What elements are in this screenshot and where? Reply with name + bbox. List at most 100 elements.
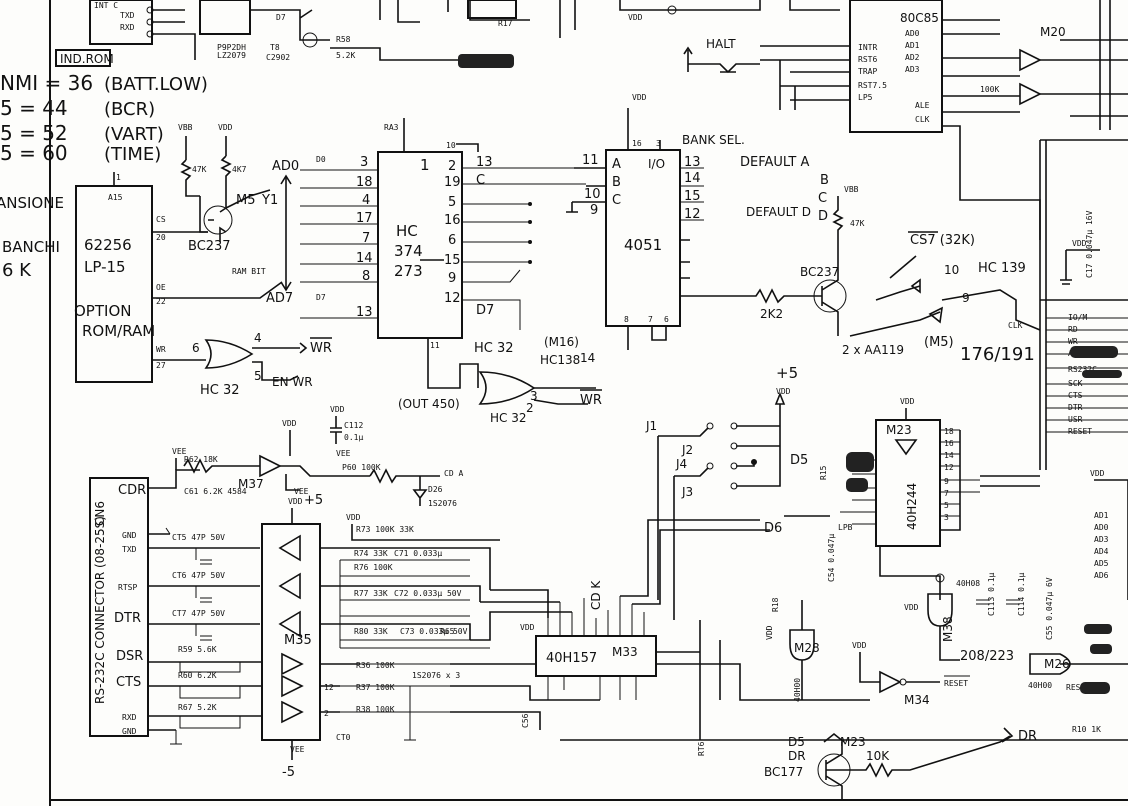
- rt6-label: RT6: [697, 741, 706, 756]
- plus-marker: +5: [776, 364, 798, 382]
- mux-pin14: 14: [684, 171, 701, 186]
- cpu-ad0: AD0: [905, 29, 920, 38]
- j3-label: J3: [681, 485, 693, 499]
- cpu-pin-rst75: RST7.5: [858, 81, 887, 90]
- top-txd-label: TXD: [120, 11, 135, 20]
- re-rs232c: RS232C: [1068, 365, 1097, 374]
- mux-pin11: 11: [582, 153, 599, 168]
- hc139-route: [941, 289, 1041, 331]
- ct5-label: CT5 47P 50V: [172, 533, 225, 542]
- latch-out-7: 12: [444, 291, 461, 306]
- m34-wires: [859, 652, 940, 683]
- mux2-routing: [470, 519, 770, 641]
- top-strip: INT C TXD RXD P9P2DH LZ2079 D7 T8 C2902 …: [89, 0, 840, 68]
- mux2-vdd: VDD: [520, 623, 535, 632]
- top-vdd-label: VDD: [628, 13, 643, 22]
- halt-label: HALT: [706, 37, 736, 51]
- latch-pin1-label: 1: [420, 156, 430, 174]
- latch-in-1: 18: [356, 175, 373, 190]
- re-ad5: AD5: [1094, 559, 1109, 568]
- right-lower-rail: [1094, 479, 1128, 600]
- ct-caps: [195, 548, 212, 641]
- r77-label: R77 33K: [354, 589, 388, 598]
- default-b-label: B: [820, 173, 829, 188]
- vbb-label-1: VBB: [178, 123, 193, 132]
- ad7-arrowhead: [280, 281, 292, 292]
- right-vdd-b: VDD: [1090, 469, 1105, 478]
- top-jumper: [667, 5, 677, 15]
- r47k-2-label: 47K: [850, 219, 865, 228]
- r2k2-resistor: [740, 288, 812, 304]
- tp-2: [528, 220, 532, 224]
- jumper-node: [751, 459, 757, 465]
- ind-rom-box: [55, 49, 111, 67]
- default-d-letter: D: [818, 209, 828, 224]
- buf-out-3: 12: [944, 463, 954, 472]
- ind-rom-label: IND.ROM: [60, 52, 114, 66]
- latch-hc: HC: [396, 222, 418, 240]
- latch-out-wires-data: [462, 167, 596, 185]
- cpu-rst-drops: [779, 60, 796, 110]
- cpu-80c85-box: [849, 0, 943, 133]
- hc32-gate-2: [478, 371, 536, 405]
- m23-bottom-label: M23: [840, 735, 866, 749]
- latch-d7-out: D7: [476, 303, 494, 318]
- m35-drivers: VDD +5 M35 VEE -5 CT5 47P 50V CT6 47P 50…: [172, 493, 491, 780]
- cpu-part-label: 80C85: [900, 11, 939, 25]
- cpu-pin-trap: TRAP: [858, 67, 877, 76]
- buf-out-1: 16: [944, 439, 954, 448]
- c72-label: C72 0.033μ 50V: [394, 589, 462, 598]
- m38-vdd: VDD: [904, 603, 919, 612]
- m34-vdd: VDD: [852, 641, 867, 650]
- m28-vdd: VDD: [765, 625, 774, 640]
- bc237-2-label: BC237: [800, 265, 839, 279]
- k-note: 6 K: [2, 260, 32, 281]
- r62-label: R62 18K: [184, 455, 218, 464]
- top-wires-f: [700, 0, 840, 11]
- sig-rxd: RXD: [122, 713, 137, 722]
- dr-arrow: [1001, 727, 1014, 743]
- d26-label: D26: [428, 485, 443, 494]
- sig-cdr: CDR: [118, 483, 146, 498]
- hc139-label: HC 139: [978, 261, 1026, 276]
- c2902-label: C2902: [266, 53, 290, 62]
- latch-hc374: 1 10 RA3 HC 374 273 D0 D7 3 18 4 17 7 14…: [300, 118, 596, 411]
- latch-out-4: 6: [448, 233, 456, 248]
- vdd-label-1: VDD: [218, 123, 233, 132]
- lower-caps: [976, 599, 1020, 605]
- en-wr-label: EN WR: [272, 375, 313, 389]
- ct7-label: CT7 47P 50V: [172, 609, 225, 618]
- top-wires-e: [559, 0, 700, 38]
- bc177-leads: [825, 742, 850, 800]
- halt-led-symbol: [688, 63, 760, 74]
- mux-right-low: [680, 239, 740, 297]
- c17-label: C17 0.047μ 16V: [1085, 210, 1094, 278]
- right-ad-labels: AD1 AD0 AD3 AD4 AD5 AD6: [1094, 511, 1109, 580]
- hc138-pin14: 14: [580, 351, 595, 365]
- m26-label: M26: [1044, 657, 1070, 671]
- page-ref-note: 208/223: [960, 649, 1014, 664]
- tp-3: [528, 240, 532, 244]
- opto-box: [199, 0, 251, 35]
- cn6-box: [89, 477, 149, 737]
- buffer-out-node: [935, 573, 945, 583]
- right-edge: VDD C17 0.047μ 16V CLK IO/M RD WR ALE RS…: [980, 139, 1128, 600]
- int-c-label: INT C: [94, 1, 118, 10]
- c112-value: 0.1μ: [344, 433, 363, 442]
- r58-label: R58: [336, 35, 351, 44]
- mem-pin20: 20: [156, 233, 166, 242]
- j2-label: J2: [681, 443, 693, 457]
- m37-power: [285, 430, 300, 491]
- d5-label: D5: [790, 453, 808, 468]
- jumper-block: J1 J2 J4 J3 +5 VDD D5 D6: [645, 364, 830, 620]
- memory-box: [75, 185, 153, 383]
- note-row4-desc: (TIME): [104, 144, 161, 165]
- r15-label: R15: [819, 465, 828, 480]
- default-a-label: DEFAULT A: [740, 155, 809, 170]
- r18-label: R18: [771, 597, 780, 612]
- re-ad6: AD6: [1094, 571, 1109, 580]
- note-row3: 5 = 52: [0, 121, 68, 145]
- m34-label: M34: [904, 693, 930, 707]
- mux-pin7: 7: [648, 315, 653, 324]
